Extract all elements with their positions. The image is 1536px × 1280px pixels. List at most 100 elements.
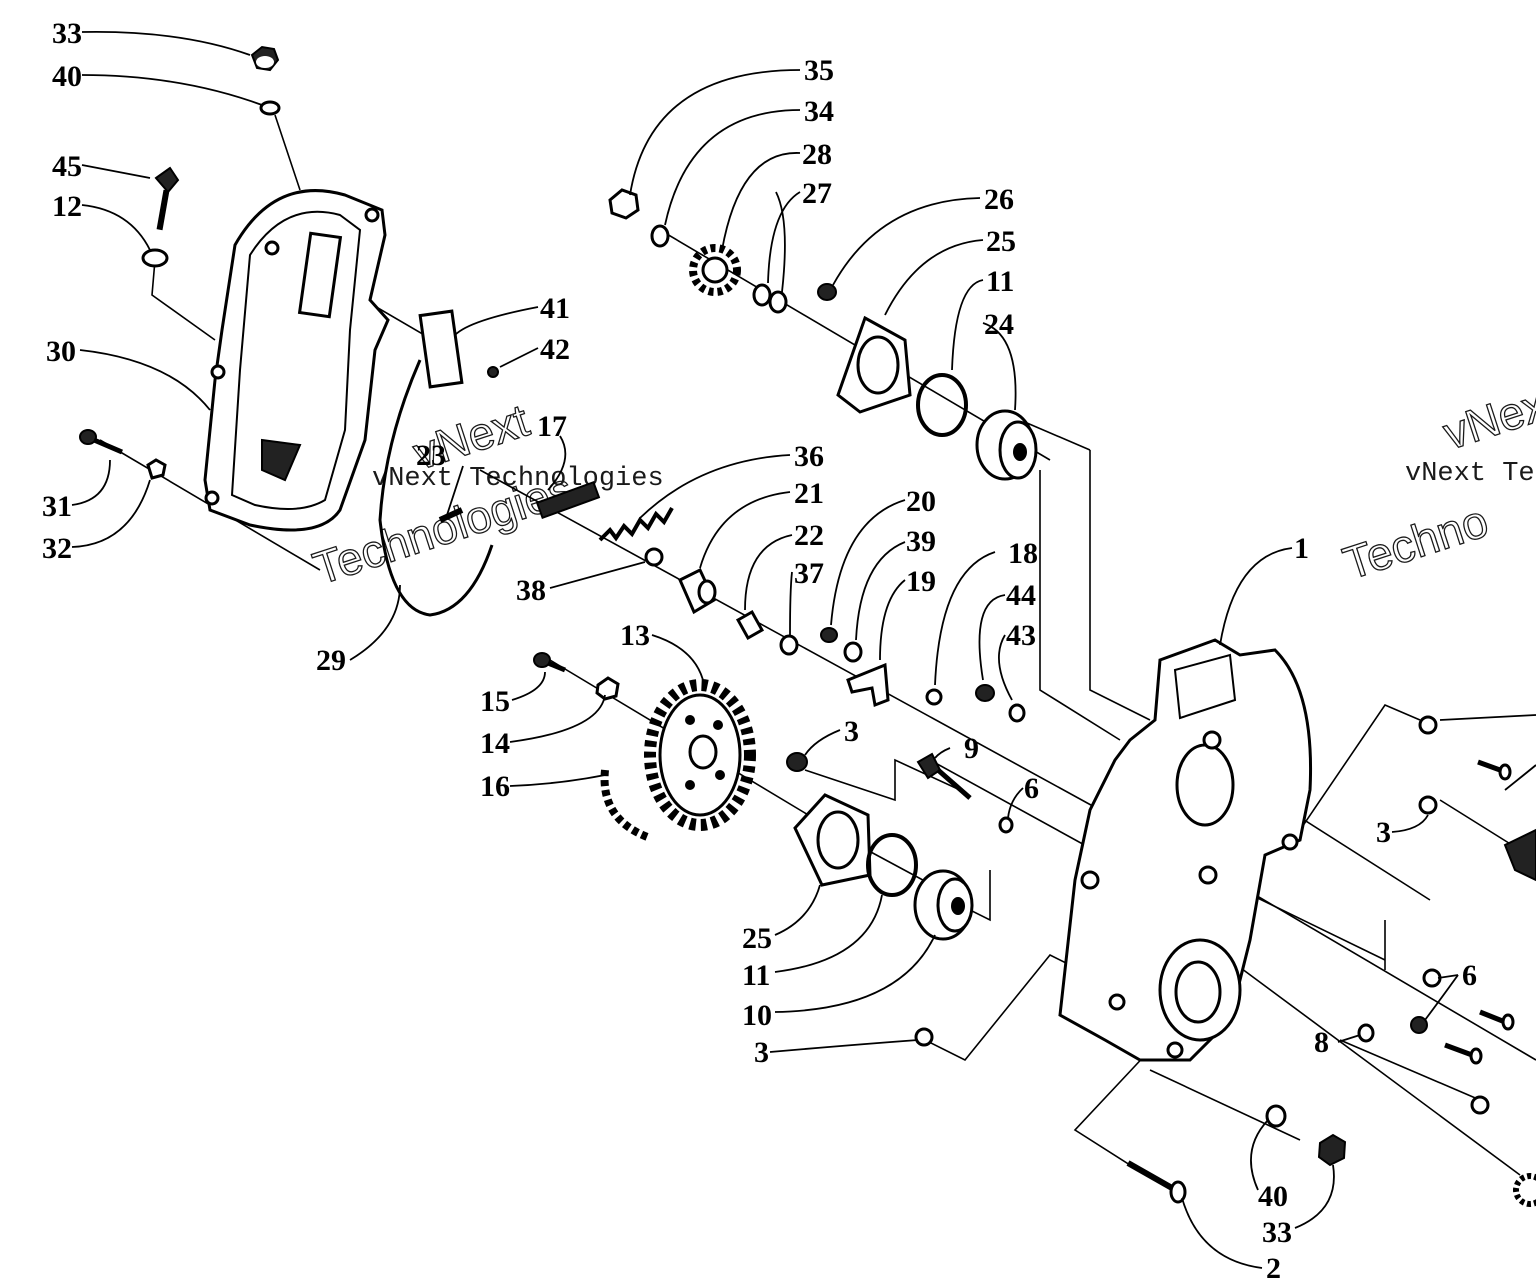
callout-9: 9 bbox=[964, 732, 979, 765]
bolt-right-mid bbox=[1503, 828, 1536, 882]
shaft-17 bbox=[535, 480, 601, 520]
bolt-15 bbox=[533, 652, 566, 673]
nut-3-bottom bbox=[914, 1027, 934, 1047]
callout-labels: 33 40 45 12 30 31 32 35 34 28 27 26 25 1… bbox=[42, 17, 1477, 1280]
washer-34 bbox=[650, 224, 670, 248]
watermark-right-inline-text: vNext Te bbox=[1405, 459, 1535, 489]
cable-29 bbox=[378, 359, 494, 617]
sprocket-right-bottom bbox=[1513, 1173, 1536, 1207]
ring-11-top bbox=[916, 373, 968, 437]
callout-17: 17 bbox=[537, 410, 567, 443]
callout-43: 43 bbox=[1006, 619, 1036, 652]
pin-23 bbox=[438, 507, 464, 523]
washer-14 bbox=[595, 676, 620, 701]
callout-11-top: 11 bbox=[986, 265, 1014, 298]
screw-42 bbox=[487, 366, 499, 378]
washer-27b bbox=[768, 290, 788, 314]
washer-6-right-a bbox=[1422, 968, 1442, 988]
callout-23: 23 bbox=[416, 439, 446, 472]
watermark-inline-text: vNext Technologies bbox=[372, 464, 664, 494]
nut-44 bbox=[975, 684, 995, 702]
callout-20: 20 bbox=[906, 485, 936, 518]
callout-12: 12 bbox=[52, 190, 82, 223]
nut-3-mid bbox=[786, 752, 808, 772]
callout-40-top: 40 bbox=[52, 60, 82, 93]
nut-33-top bbox=[250, 45, 280, 72]
washer-6-right-b bbox=[1410, 1016, 1428, 1034]
nut-20 bbox=[820, 627, 838, 643]
bolt-45 bbox=[154, 166, 180, 231]
washer-12 bbox=[141, 248, 169, 268]
washer-38 bbox=[644, 547, 664, 567]
callout-33-top: 33 bbox=[52, 17, 82, 50]
callout-3-right: 3 bbox=[1376, 816, 1391, 849]
bearing-flange-25-bottom bbox=[793, 793, 872, 887]
chain-16 bbox=[600, 769, 652, 842]
bushing-18 bbox=[925, 688, 943, 706]
nut-33-bottom bbox=[1317, 1133, 1347, 1167]
watermark-right-outline-vnext: vNext bbox=[1437, 374, 1536, 460]
callout-37: 37 bbox=[794, 557, 824, 590]
callout-13: 13 bbox=[620, 619, 650, 652]
bolt-31 bbox=[79, 429, 123, 455]
bolt-right-6b bbox=[1444, 1042, 1483, 1065]
callout-41: 41 bbox=[540, 292, 570, 325]
bearing-flange-25-top bbox=[836, 315, 912, 414]
callout-24: 24 bbox=[984, 308, 1014, 341]
watermark-right-outline-technologies: Techno bbox=[1337, 494, 1494, 589]
ring-11-bottom bbox=[866, 833, 918, 897]
callout-16: 16 bbox=[480, 770, 510, 803]
callout-36: 36 bbox=[794, 440, 824, 473]
callout-21: 21 bbox=[794, 477, 824, 510]
plate-41 bbox=[418, 309, 464, 389]
nut-right-bottom bbox=[1470, 1095, 1490, 1115]
callout-28: 28 bbox=[802, 138, 832, 171]
callout-27: 27 bbox=[802, 177, 832, 210]
spring-36 bbox=[598, 507, 674, 542]
bearing-24 bbox=[975, 409, 1038, 481]
lever-19 bbox=[846, 662, 890, 708]
callout-18: 18 bbox=[1008, 537, 1038, 570]
callout-8: 8 bbox=[1314, 1026, 1329, 1059]
callout-35: 35 bbox=[804, 54, 834, 87]
callout-6-mid: 6 bbox=[1024, 772, 1039, 805]
callout-31: 31 bbox=[42, 490, 72, 523]
callout-19: 19 bbox=[906, 565, 936, 598]
washer-39 bbox=[843, 641, 863, 663]
callout-22: 22 bbox=[794, 519, 824, 552]
callout-44: 44 bbox=[1006, 579, 1036, 612]
nut-35 bbox=[608, 188, 640, 220]
washer-right-top bbox=[1418, 715, 1438, 735]
nut-26 bbox=[817, 283, 837, 301]
callout-15: 15 bbox=[480, 685, 510, 718]
chaincase-housing-1 bbox=[1058, 638, 1313, 1062]
callout-6-right: 6 bbox=[1462, 959, 1477, 992]
callout-34: 34 bbox=[804, 95, 834, 128]
washer-6-mid bbox=[998, 816, 1014, 834]
callout-11-bottom: 11 bbox=[742, 959, 770, 992]
chaincase-cover-30 bbox=[203, 189, 390, 532]
spacer-22 bbox=[735, 609, 765, 641]
washer-43 bbox=[1008, 703, 1026, 723]
washer-40-bottom bbox=[1265, 1104, 1287, 1128]
nut-32 bbox=[146, 458, 167, 480]
callout-3-mid: 3 bbox=[844, 715, 859, 748]
washer-40-top bbox=[259, 100, 281, 116]
bearing-10 bbox=[913, 869, 974, 941]
callout-39: 39 bbox=[906, 525, 936, 558]
callout-3-bottom: 3 bbox=[754, 1036, 769, 1069]
callout-14: 14 bbox=[480, 727, 510, 760]
callout-10: 10 bbox=[742, 999, 772, 1032]
callout-2: 2 bbox=[1266, 1252, 1281, 1280]
callout-29: 29 bbox=[316, 644, 346, 677]
callout-25-bottom: 25 bbox=[742, 922, 772, 955]
bolt-right-6a bbox=[1479, 1009, 1515, 1031]
callout-26: 26 bbox=[984, 183, 1014, 216]
callout-33-bottom: 33 bbox=[1262, 1216, 1292, 1249]
bolt-2 bbox=[1126, 1160, 1187, 1204]
washer-8 bbox=[1357, 1023, 1375, 1043]
callout-42: 42 bbox=[540, 333, 570, 366]
bolt-9 bbox=[916, 752, 972, 800]
leader-lines bbox=[71, 30, 1536, 1269]
